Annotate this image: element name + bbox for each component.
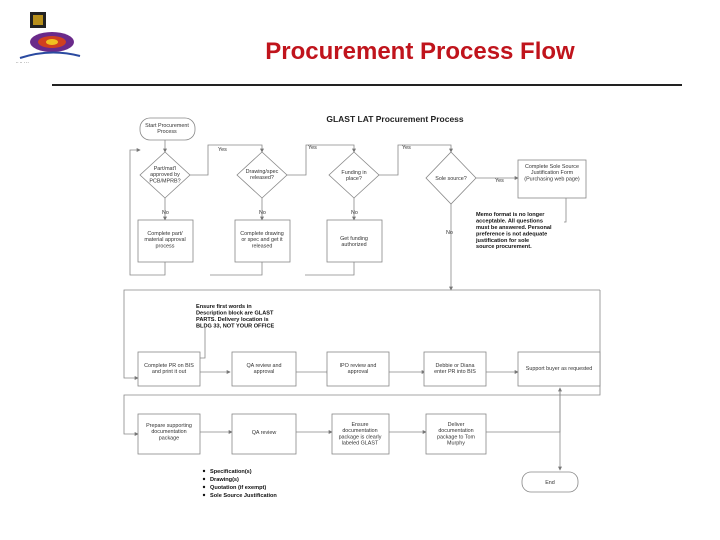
qa-review-box: QA review — [231, 413, 297, 455]
no-label: No — [162, 210, 169, 216]
yes-label: Yes — [218, 147, 227, 153]
support-buyer-box: Support buyer as requested — [517, 351, 601, 387]
title-divider — [52, 84, 682, 86]
end-label: End — [545, 480, 555, 486]
sole-source-decision: Sole source? — [425, 151, 477, 205]
end-node: End — [521, 471, 579, 493]
node-label: QA review — [252, 430, 277, 436]
yes-label: Yes — [308, 145, 317, 151]
no-label: No — [259, 210, 266, 216]
documentation-list: Specification(s) Drawing(s) Quotation (i… — [202, 469, 277, 499]
doc-list-item: Sole Source Justification — [210, 493, 277, 499]
diagram-title: GLAST LAT Procurement Process — [326, 114, 464, 124]
glast-logo-icon: ·· ·· · ·· — [10, 8, 90, 68]
no-label: No — [351, 210, 358, 216]
slide-title: Procurement Process Flow — [265, 38, 575, 65]
yes-label: Yes — [495, 178, 504, 184]
doc-list-item: Quotation (if exempt) — [210, 485, 266, 491]
node-label: Support buyer as requested — [526, 366, 593, 372]
node-label: Sole source? — [435, 176, 466, 182]
no-label: No — [446, 230, 453, 236]
doc-list-item: Drawing(s) — [210, 477, 239, 483]
flow-connectors — [123, 140, 601, 471]
yes-label: Yes — [402, 145, 411, 151]
svg-text:·· ·· · ··: ·· ·· · ·· — [16, 60, 29, 65]
doc-list-item: Specification(s) — [210, 469, 252, 475]
